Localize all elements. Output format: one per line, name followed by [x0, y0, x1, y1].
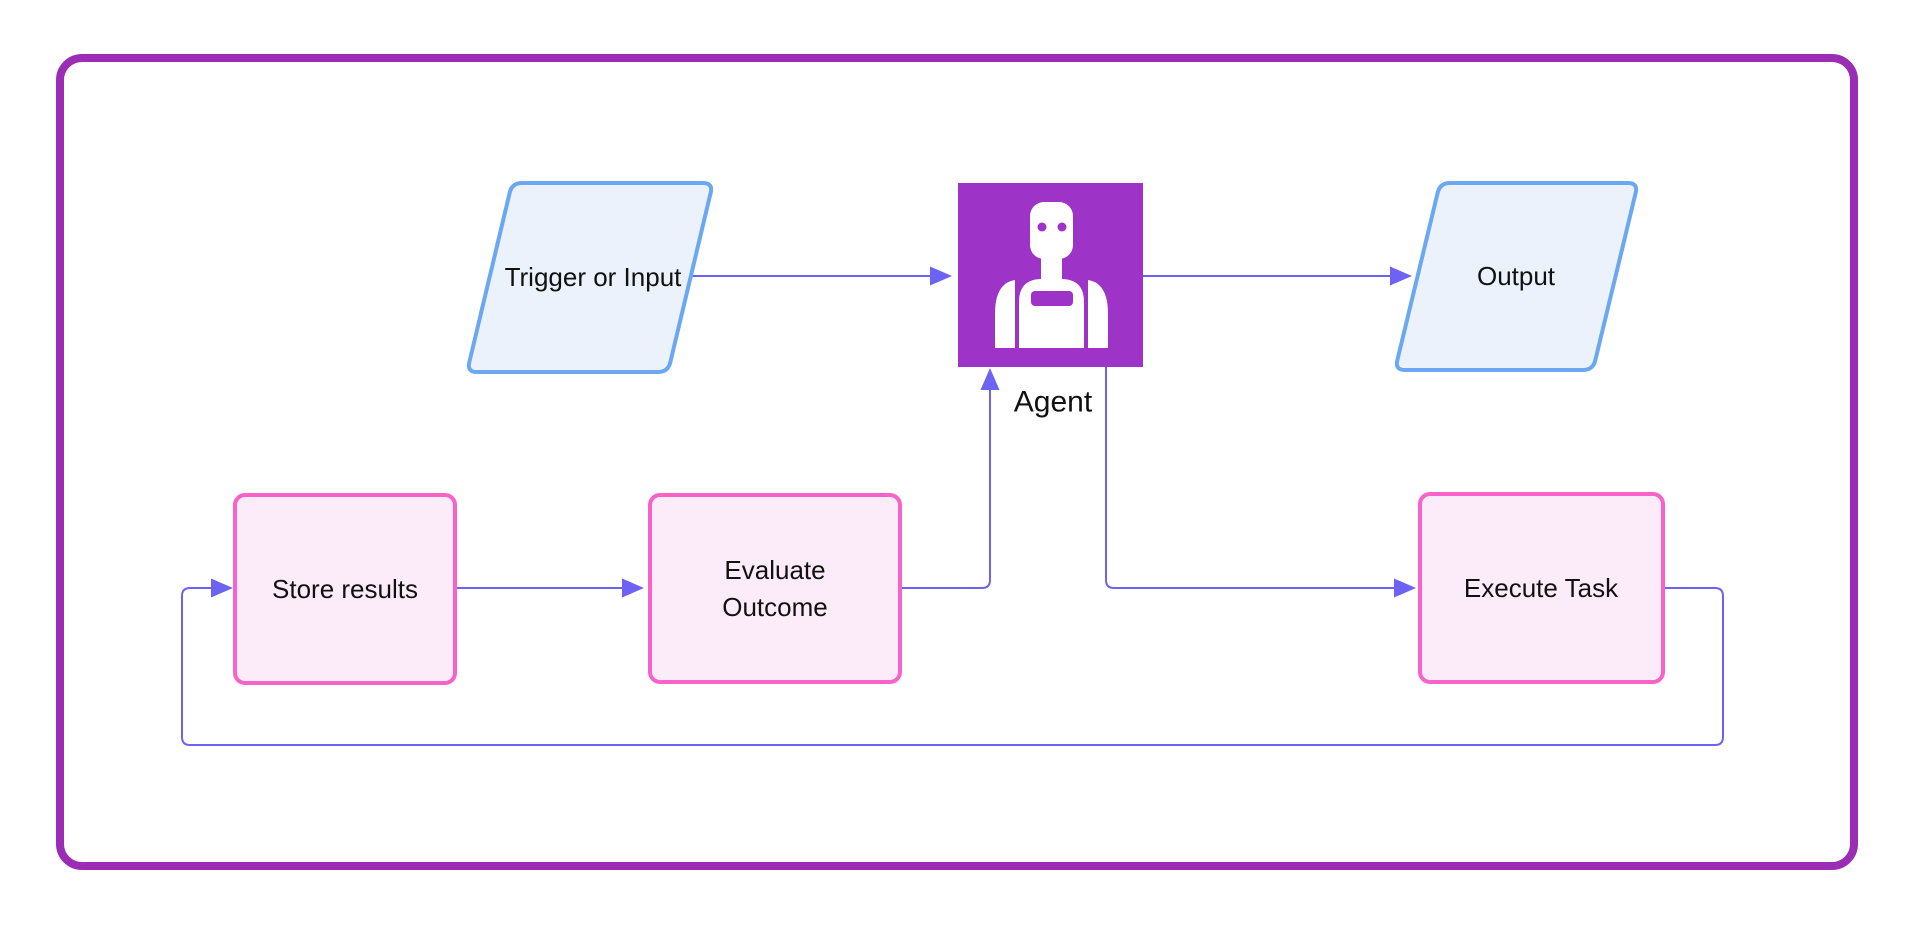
node-execute-task: Execute Task	[1418, 492, 1665, 684]
node-label: Evaluate	[724, 555, 825, 585]
edge-lines	[181, 275, 1724, 746]
edge-agent-to-execute	[1105, 367, 1398, 589]
node-trigger-or-input: Trigger or Input	[466, 181, 714, 374]
robot-icon	[995, 202, 1108, 348]
node-agent: Agent	[958, 183, 1143, 419]
node-label: Execute Task	[1464, 573, 1619, 603]
robot-eye-right	[1057, 222, 1067, 232]
arrowhead-into-output	[1390, 266, 1412, 286]
node-label: Agent	[1014, 386, 1093, 419]
node-label: Outcome	[722, 592, 828, 622]
arrowhead-into-evaluate	[622, 578, 644, 598]
robot-chest-badge	[1031, 291, 1073, 306]
arrowhead-into-agent-bottom	[980, 368, 1000, 390]
output-parallelogram-shape	[1394, 181, 1639, 372]
robot-eye-left	[1037, 222, 1047, 232]
evaluate-outcome-shape	[648, 493, 902, 684]
node-store-results: Store results	[233, 493, 457, 685]
store-results-shape	[233, 493, 457, 685]
node-evaluate-outcome: Evaluate Outcome	[648, 493, 902, 684]
node-label: Output	[1477, 261, 1556, 291]
trigger-parallelogram-shape	[466, 181, 714, 374]
arrowhead-into-agent-left	[930, 266, 952, 286]
edge-evaluate-to-agent	[900, 386, 991, 589]
edge-arrowheads	[211, 266, 1416, 598]
node-label: Store results	[272, 574, 418, 604]
arrowhead-into-store	[211, 578, 233, 598]
execute-task-shape	[1418, 492, 1665, 684]
node-output: Output	[1394, 181, 1639, 372]
edge-execute-to-store-loop	[181, 587, 1724, 746]
diagram-frame	[56, 54, 1858, 870]
arrowhead-into-execute	[1394, 578, 1416, 598]
node-label: Trigger or Input	[505, 262, 683, 292]
